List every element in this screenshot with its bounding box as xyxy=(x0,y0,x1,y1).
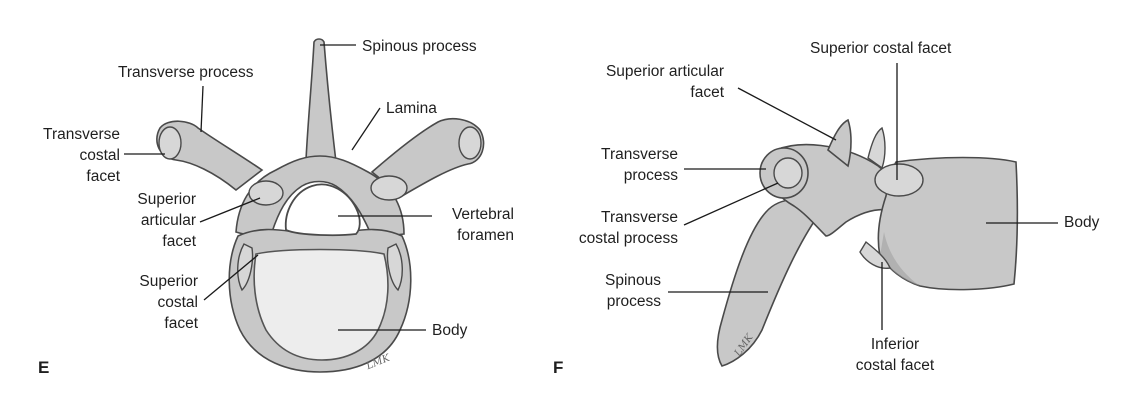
label-line: Vertebral xyxy=(451,206,514,223)
vertebral-foramen-shape xyxy=(284,183,361,237)
label-f-transverse-costal-process: Transverse costal process xyxy=(540,207,678,249)
left-transverse-process-shape xyxy=(156,120,264,192)
label-f-superior-articular-facet: Superior articular facet xyxy=(564,61,724,103)
label-line: facet xyxy=(690,84,724,101)
label-line: Transverse xyxy=(43,126,120,143)
label-line: Superior xyxy=(139,273,198,290)
label-line: costal process xyxy=(578,230,678,247)
label-line: costal facet xyxy=(855,357,935,374)
panel-letter-e: E xyxy=(38,358,50,377)
panel-letter-f: F xyxy=(553,358,564,377)
leader-lines-e xyxy=(124,44,432,331)
right-superior-costal-facet-shape xyxy=(386,243,403,292)
label-line: facet xyxy=(164,315,198,332)
label-line: Spinous xyxy=(604,272,661,289)
label-line: costal xyxy=(157,294,199,311)
label-e-lamina: Lamina xyxy=(386,100,437,117)
right-transverse-process-shape xyxy=(370,117,485,197)
label-line: costal xyxy=(79,147,121,164)
label-line: Superior articular xyxy=(605,63,724,80)
label-f-body: Body xyxy=(1064,214,1100,231)
right-transverse-costal-facet-shape xyxy=(458,126,482,160)
left-superior-costal-facet-shape xyxy=(237,243,254,292)
label-e-spinous-process: Spinous process xyxy=(362,38,477,55)
label-e-transverse-costal-facet: Transverse costal facet xyxy=(20,124,120,187)
lateral-superior-costal-facet-shape xyxy=(874,163,924,197)
label-f-inferior-costal-facet: Inferior costal facet xyxy=(820,334,970,376)
lateral-superior-articular-process-shape xyxy=(827,118,852,168)
label-e-superior-articular-facet: Superior articular facet xyxy=(96,189,196,252)
label-f-transverse-process: Transverse process xyxy=(540,144,678,186)
label-line: Inferior xyxy=(870,336,920,353)
leader-lines-f xyxy=(668,63,1058,330)
left-superior-articular-facet-shape xyxy=(248,180,284,206)
label-line: Transverse xyxy=(601,146,678,163)
vertebral-body-top-surface xyxy=(253,248,389,361)
right-superior-articular-facet-shape xyxy=(370,175,408,201)
label-f-superior-costal-facet: Superior costal facet xyxy=(810,40,952,57)
label-line: Transverse xyxy=(601,209,678,226)
label-line: Superior xyxy=(137,191,196,208)
label-e-superior-costal-facet: Superior costal facet xyxy=(98,271,198,334)
label-line: facet xyxy=(162,233,196,250)
lateral-spinous-process-shape xyxy=(716,199,824,367)
label-e-transverse-process: Transverse process xyxy=(118,64,254,81)
label-line: process xyxy=(606,293,661,310)
lateral-body-shading xyxy=(880,232,920,286)
vertebra-lateral-view xyxy=(716,118,1019,367)
lateral-transverse-costal-facet-shape xyxy=(773,157,803,189)
label-e-vertebral-foramen: Vertebral foramen xyxy=(414,204,514,246)
lateral-inferior-costal-facet-shape xyxy=(859,240,891,269)
left-transverse-costal-facet-shape xyxy=(158,126,182,160)
label-line: articular xyxy=(140,212,196,229)
lateral-superior-articular-process-2 xyxy=(867,126,886,170)
label-line: facet xyxy=(86,168,120,185)
label-line: foramen xyxy=(457,227,514,244)
spinous-process-shape xyxy=(305,38,337,163)
label-e-body: Body xyxy=(432,322,468,339)
label-f-spinous-process: Spinous process xyxy=(540,270,661,312)
label-line: process xyxy=(623,167,678,184)
